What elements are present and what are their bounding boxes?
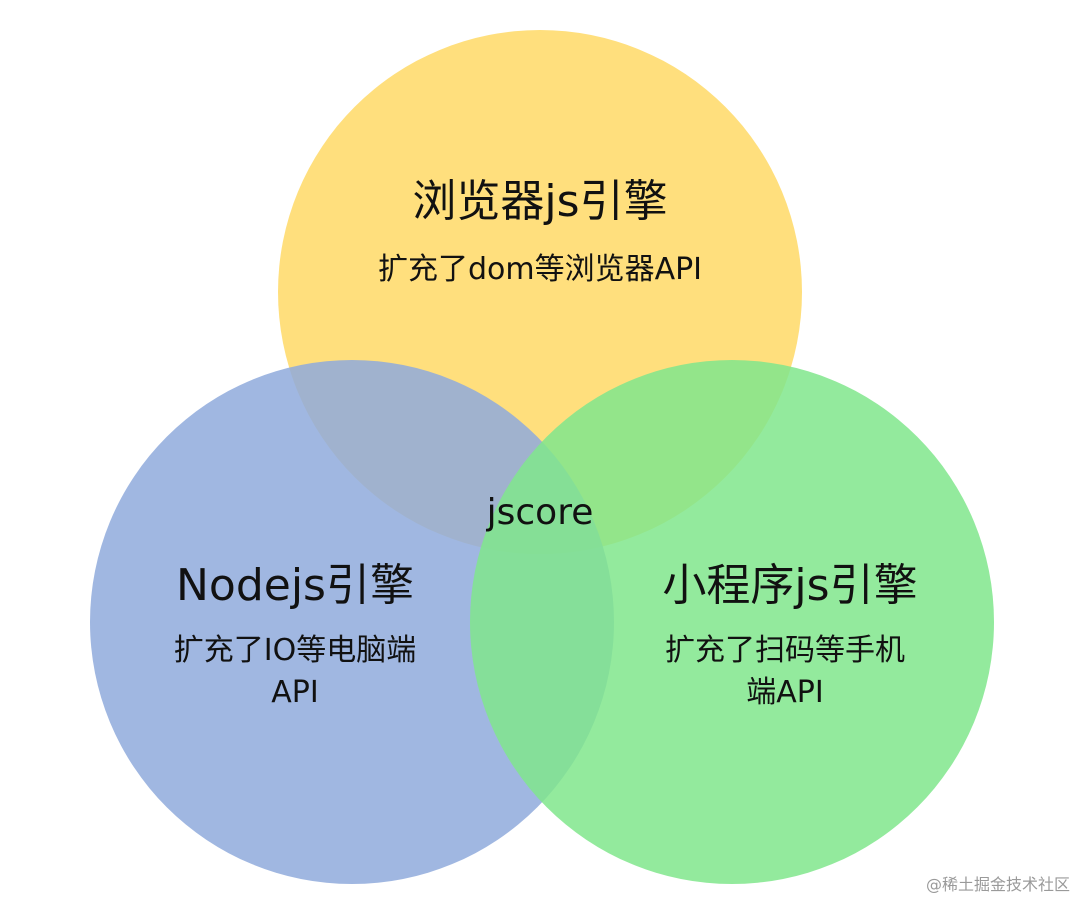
browser-engine-desc: 扩充了dom等浏览器API xyxy=(377,252,703,287)
circle-nodejs-engine xyxy=(90,360,614,884)
miniapp-engine-title: 小程序js引擎 xyxy=(662,560,918,611)
browser-engine-title: 浏览器js引擎 xyxy=(412,176,668,227)
watermark: @稀土掘金技术社区 xyxy=(925,875,1070,894)
nodejs-engine-desc-line1: 扩充了IO等电脑端 xyxy=(173,633,417,668)
nodejs-engine-title: Nodejs引擎 xyxy=(176,560,414,611)
miniapp-engine-desc-line1: 扩充了扫码等手机 xyxy=(665,633,905,668)
miniapp-engine-desc-line2: 端API xyxy=(746,675,824,710)
nodejs-engine-desc-line2: API xyxy=(271,675,319,710)
circle-miniapp-engine xyxy=(470,360,994,884)
jscore-label: jscore xyxy=(486,492,594,533)
